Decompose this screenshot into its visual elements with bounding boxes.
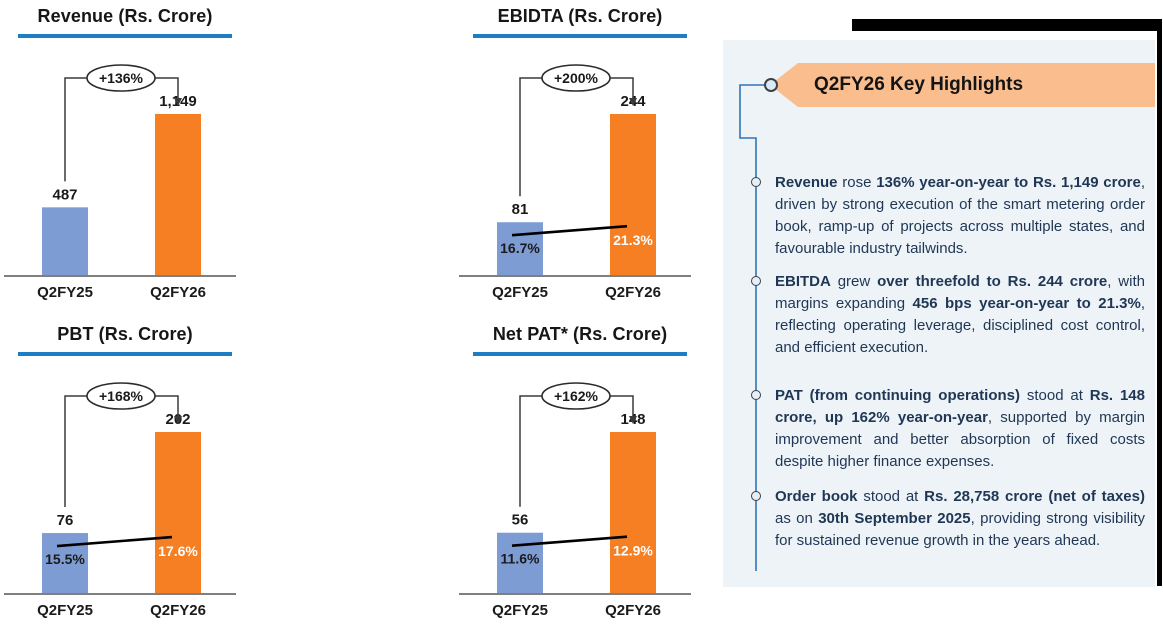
category-label: Q2FY25 [492,602,548,619]
highlights-banner: Q2FY26 Key Highlights [770,63,1155,107]
bar-q2fy26 [155,432,201,594]
growth-bubble [86,382,156,410]
bar-q2fy25 [497,222,543,276]
margin-trend-line [511,535,628,547]
growth-label: +200% [554,70,599,86]
margin-trend-line [56,535,173,548]
growth-arrow [174,416,182,424]
value-label: 487 [52,186,77,203]
margin-label: 12.9% [613,543,653,559]
category-label: Q2FY26 [605,284,661,301]
chart-title: PBT (Rs. Crore) [18,324,232,356]
bullet-icon [751,276,761,286]
chart-title: Net PAT* (Rs. Crore) [473,324,687,356]
bullet-icon [751,177,761,187]
growth-label: +162% [554,388,599,404]
margin-label: 11.6% [501,551,540,567]
chart-canvas: 4871,149Q2FY25Q2FY26+136% [4,64,236,301]
growth-bubble [86,64,156,92]
category-label: Q2FY25 [492,284,548,301]
margin-label: 17.6% [158,543,198,559]
bar-q2fy25 [42,207,88,276]
growth-arrow [174,98,182,106]
growth-label: +136% [99,70,144,86]
growth-label: +168% [99,388,144,404]
bar-q2fy26 [610,114,656,276]
margin-label: 16.7% [500,240,540,256]
chart-canvas: 56148Q2FY25Q2FY26+162%11.6%12.9% [459,382,691,619]
list-item: EBITDA grew over threefold to Rs. 244 cr… [751,271,1145,359]
list-item: Revenue rose 136% year-on-year to Rs. 1,… [751,172,1145,260]
category-label: Q2FY25 [37,284,93,301]
net-pat-chart: Net PAT* (Rs. Crore) 56148Q2FY25Q2FY26+1… [455,324,705,624]
highlights-list: Revenue rose 136% year-on-year to Rs. 1,… [723,40,1155,563]
growth-bubble [541,64,611,92]
revenue-chart: Revenue (Rs. Crore) 4871,149Q2FY25Q2FY26… [0,6,250,312]
highlights-title: Q2FY26 Key Highlights [814,74,1024,95]
ebidta-chart: EBIDTA (Rs. Crore) 81244Q2FY25Q2FY26+200… [455,6,705,312]
chart-title: EBIDTA (Rs. Crore) [473,6,687,38]
chart-canvas: 81244Q2FY25Q2FY26+200%16.7%21.3% [459,64,691,301]
list-item: PAT (from continuing operations) stood a… [751,385,1145,473]
margin-trend-line [511,224,628,237]
margin-label: 15.5% [45,551,85,567]
value-label: 81 [512,201,529,218]
bullet-text: EBITDA grew over threefold to Rs. 244 cr… [775,273,1145,356]
growth-bubble [541,382,611,410]
bar-q2fy26 [610,432,656,594]
value-label: 76 [57,512,74,529]
category-label: Q2FY26 [150,602,206,619]
chart-canvas: 76202Q2FY25Q2FY26+168%15.5%17.6% [4,382,236,619]
bullet-icon [751,390,761,400]
pbt-chart: PBT (Rs. Crore) 76202Q2FY25Q2FY26+168%15… [0,324,250,624]
bar-q2fy26 [155,114,201,276]
bullet-text: PAT (from continuing operations) stood a… [775,387,1145,470]
bullet-text: Revenue rose 136% year-on-year to Rs. 1,… [775,174,1145,257]
list-item: Order book stood at Rs. 28,758 crore (ne… [751,486,1146,552]
growth-arrow [629,416,637,424]
chart-title: Revenue (Rs. Crore) [18,6,232,38]
value-label: 56 [512,512,529,529]
category-label: Q2FY25 [37,602,93,619]
right-border-line [1157,19,1162,586]
top-border-bar [852,19,1162,31]
category-label: Q2FY26 [605,602,661,619]
growth-arrow [629,98,637,106]
connector-node-icon [764,78,778,92]
category-label: Q2FY26 [150,284,206,301]
margin-label: 21.3% [613,232,653,248]
bullet-icon [751,491,761,501]
key-highlights-panel: Q2FY26 Key Highlights Revenue rose 136% … [723,40,1155,587]
bullet-text: Order book stood at Rs. 28,758 crore (ne… [775,488,1146,549]
